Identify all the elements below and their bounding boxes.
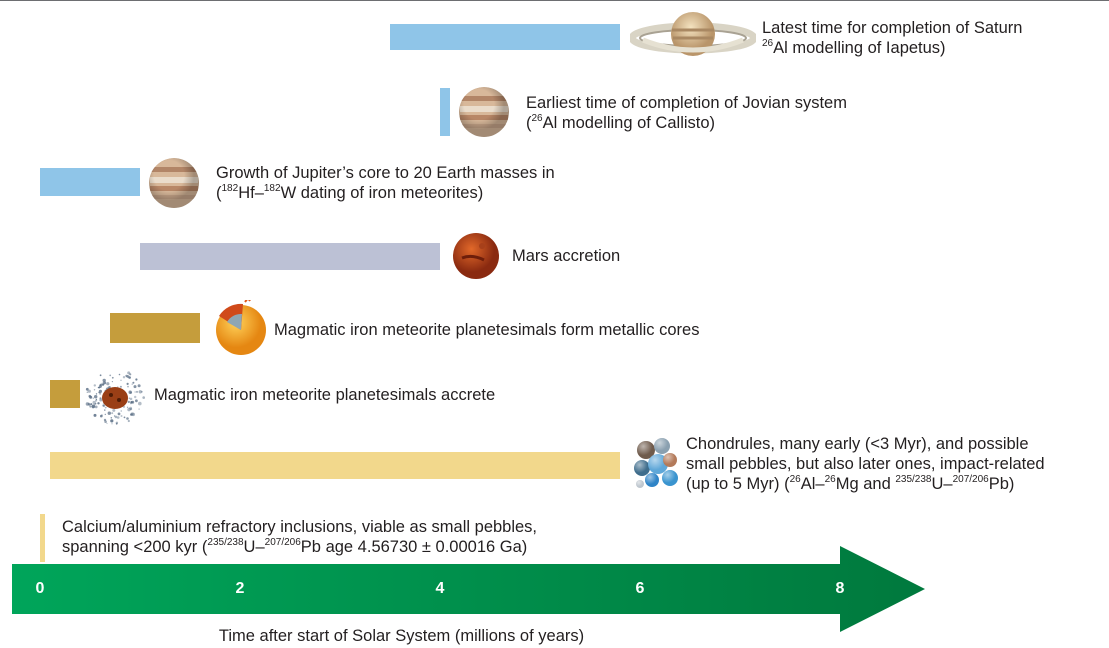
timeline-bar-cai xyxy=(40,514,45,562)
event-label-chondrules: Chondrules, many early (<3 Myr), and pos… xyxy=(686,434,1045,494)
event-label-jupiter-core: Growth of Jupiter’s core to 20 Earth mas… xyxy=(216,163,555,203)
timeline-bar-jovian xyxy=(440,88,450,136)
isotope-superscript: 182 xyxy=(221,182,239,194)
axis-tick-label: 6 xyxy=(635,580,645,597)
event-label-line: Magmatic iron meteorite planetesimals fo… xyxy=(274,321,700,339)
axis-tick-label: 8 xyxy=(835,580,845,597)
event-label-line: Calcium/aluminium refractory inclusions,… xyxy=(62,518,538,536)
event-label-line: small pebbles, but also later ones, impa… xyxy=(686,455,1045,473)
axis-title: Time after start of Solar System (millio… xyxy=(0,626,1109,646)
event-label-cai: Calcium/aluminium refractory inclusions,… xyxy=(62,517,537,557)
event-label-cores: Magmatic iron meteorite planetesimals fo… xyxy=(274,320,699,340)
isotope-superscript: 26 xyxy=(762,37,774,49)
jupiter-icon xyxy=(148,157,200,214)
timeline-bar-saturn xyxy=(390,24,620,50)
isotope-superscript: 26 xyxy=(531,112,543,124)
event-label-jovian: Earliest time of completion of Jovian sy… xyxy=(526,93,847,133)
axis-tick-label: 4 xyxy=(435,580,445,597)
event-label-line: Growth of Jupiter’s core to 20 Earth mas… xyxy=(216,164,555,182)
event-label-line: Magmatic iron meteorite planetesimals ac… xyxy=(154,386,496,404)
isotope-superscript: 26 xyxy=(789,473,801,485)
isotope-superscript: 235/238 xyxy=(895,473,932,485)
isotope-superscript: 235/238 xyxy=(207,536,244,548)
event-label-accrete: Magmatic iron meteorite planetesimals ac… xyxy=(154,385,495,405)
mars-icon xyxy=(452,232,500,285)
event-label-line: Mars accretion xyxy=(512,247,621,265)
event-label-line: spanning <200 kyr (235/238U–207/206Pb ag… xyxy=(62,536,528,556)
isotope-superscript: 207/206 xyxy=(264,536,301,548)
axis-title-text: Time after start of Solar System (millio… xyxy=(218,627,585,645)
axis-tick-label: 0 xyxy=(35,580,45,597)
axis-tick-label: 2 xyxy=(235,580,245,597)
timeline-bar-accrete xyxy=(50,380,80,408)
planetesimal-cloud-icon xyxy=(82,366,148,433)
event-label-line: Latest time for completion of Saturn xyxy=(762,19,1023,37)
event-label-line: Chondrules, many early (<3 Myr), and pos… xyxy=(686,435,1029,453)
event-label-line: 26Al modelling of Iapetus) xyxy=(762,37,946,57)
timeline-bar-jupiter-core xyxy=(40,168,140,196)
event-label-line: (up to 5 Myr) (26Al–26Mg and 235/238U–20… xyxy=(686,473,1015,493)
chondrules-icon xyxy=(632,436,682,497)
isotope-superscript: 26 xyxy=(824,473,836,485)
event-label-line: (26Al modelling of Callisto) xyxy=(526,112,716,132)
event-label-line: (182Hf–182W dating of iron meteorites) xyxy=(216,182,484,202)
planetesimal-core-icon xyxy=(212,296,270,361)
event-label-line: Earliest time of completion of Jovian sy… xyxy=(526,94,847,112)
axis-arrow-shape xyxy=(12,546,925,632)
timeline-bar-cores xyxy=(110,313,200,343)
event-label-mars: Mars accretion xyxy=(512,246,620,266)
isotope-superscript: 207/206 xyxy=(952,473,989,485)
timeline-bar-chondrules xyxy=(50,452,620,479)
jupiter-icon xyxy=(458,86,510,143)
top-rule xyxy=(0,0,1109,1)
timeline-bar-mars xyxy=(140,243,440,270)
isotope-superscript: 182 xyxy=(263,182,281,194)
saturn-icon xyxy=(628,10,758,67)
